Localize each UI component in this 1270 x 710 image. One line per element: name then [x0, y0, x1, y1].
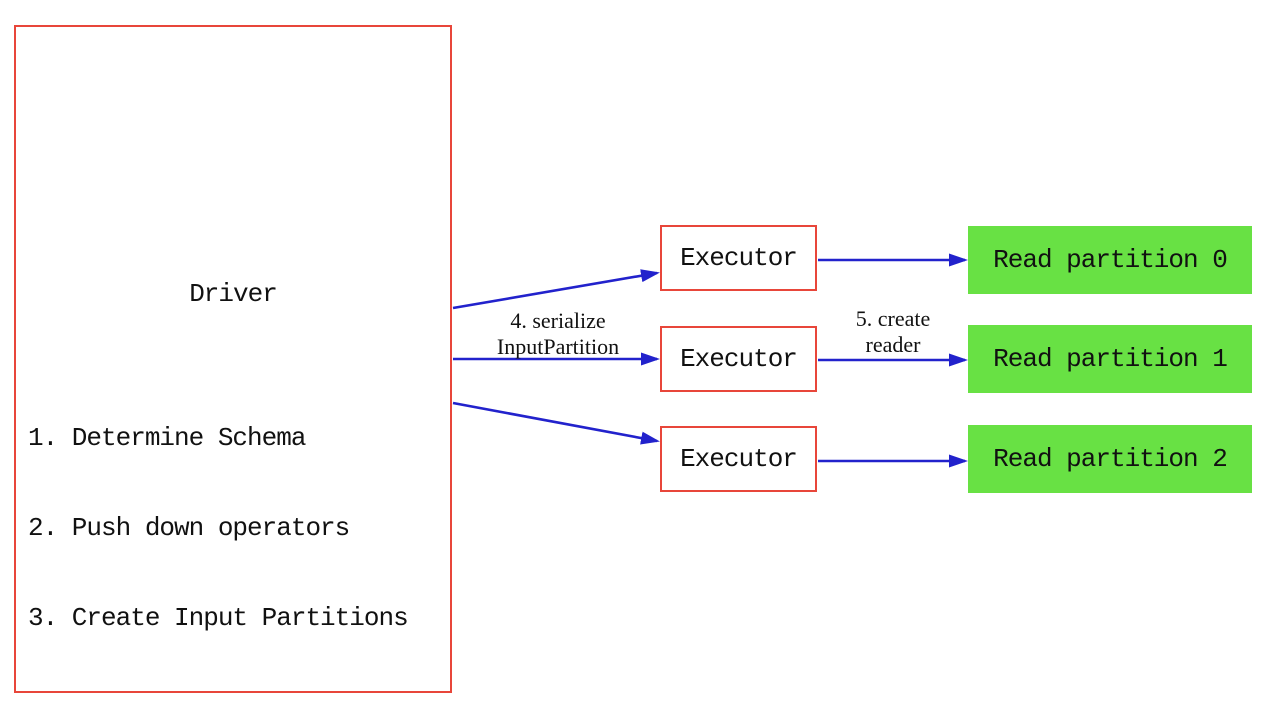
partition-box-1: Read partition 1 — [968, 325, 1252, 393]
edge-label-create-reader: 5. create reader — [793, 306, 993, 358]
edge-label-reader-line1: 5. create — [855, 306, 931, 331]
driver-steps: 1. Determine Schema 2. Push down operato… — [28, 363, 409, 693]
arrow-driver-to-executor-0 — [452, 269, 660, 310]
driver-title: Driver — [189, 279, 278, 309]
executor-box-1: Executor — [660, 326, 817, 392]
partition-label: Read partition 0 — [993, 245, 1228, 275]
executor-label: Executor — [680, 344, 798, 374]
edge-label-serialize-inputpartition: 4. serialize InputPartition — [448, 308, 668, 360]
edge-label-serialize-line1: 4. serialize — [510, 308, 606, 333]
executor-label: Executor — [680, 444, 798, 474]
partition-label: Read partition 1 — [993, 344, 1228, 374]
edge-label-serialize-line2: InputPartition — [496, 334, 620, 359]
arrow-driver-to-executor-2 — [452, 401, 660, 445]
driver-step-2: 2. Push down operators — [28, 513, 350, 543]
executor-label: Executor — [680, 243, 798, 273]
driver-step-1: 1. Determine Schema — [28, 423, 306, 453]
partition-label: Read partition 2 — [993, 444, 1228, 474]
executor-box-2: Executor — [660, 426, 817, 492]
driver-step-3: 3. Create Input Partitions — [28, 603, 409, 633]
edge-label-reader-line2: reader — [865, 332, 921, 357]
executor-box-0: Executor — [660, 225, 817, 291]
partition-box-0: Read partition 0 — [968, 226, 1252, 294]
partition-box-2: Read partition 2 — [968, 425, 1252, 493]
driver-box: Driver 1. Determine Schema 2. Push down … — [14, 25, 452, 693]
